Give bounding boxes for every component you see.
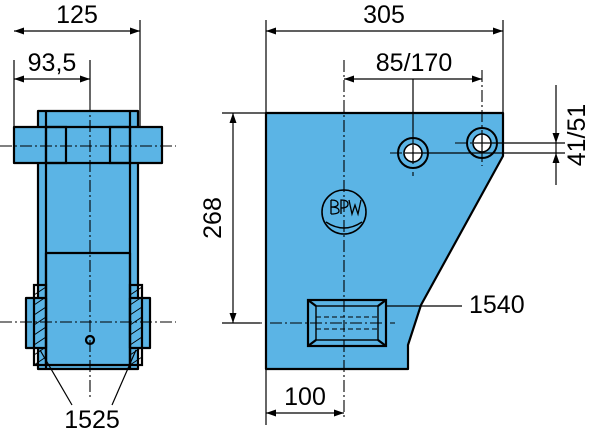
dim-width-right: 305	[363, 1, 405, 29]
left-view	[0, 20, 176, 406]
label-part-1540: 1540	[469, 291, 525, 319]
dim-width-left: 125	[56, 1, 98, 29]
left-lower-panel	[44, 251, 132, 367]
left-upper-boss	[12, 125, 164, 165]
left-lower-boss-left	[24, 296, 48, 350]
dim-offset-left: 93,5	[28, 49, 77, 77]
dim-hole-offset: 41/51	[563, 104, 591, 167]
label-part-1525: 1525	[64, 406, 120, 434]
dim-height: 268	[199, 197, 227, 239]
dim-hole-spacing: 85/170	[376, 49, 452, 77]
dim-bottom-offset: 100	[284, 383, 326, 411]
right-view	[222, 20, 565, 425]
